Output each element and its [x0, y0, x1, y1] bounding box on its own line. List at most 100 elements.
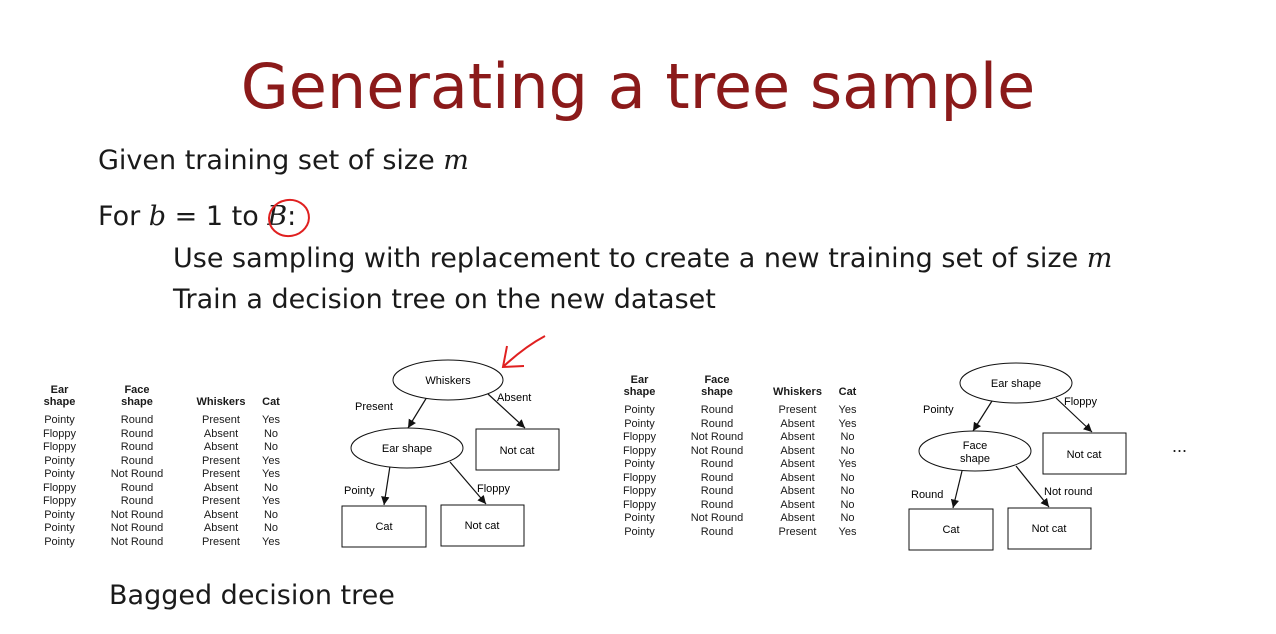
- tree1-root-node: [392, 359, 504, 401]
- tree2-notcat-leaf: [1007, 507, 1092, 550]
- tree2-edge-pointy: [972, 400, 993, 432]
- table1-cell: Pointy: [44, 454, 75, 467]
- table2-cell: Round: [700, 417, 734, 430]
- table2-cell: Absent: [780, 417, 815, 430]
- table1-cell: Absent: [203, 481, 239, 494]
- tree1-present-label: Present: [355, 401, 393, 413]
- tree1-notcat-leaf-right-label: Not cat: [500, 445, 535, 457]
- table1-cell: Present: [202, 535, 240, 548]
- table1-cell: Absent: [203, 441, 239, 453]
- step1-line: Use sampling with replacement to create …: [173, 243, 1112, 274]
- tree-1: Whiskers Present Absent Ear shape Not ca…: [341, 359, 560, 548]
- table1-cell: Absent: [203, 522, 239, 534]
- table2-cell: Absent: [780, 431, 815, 443]
- table2-cell: Present: [778, 525, 817, 538]
- tree2-pointy-label: Pointy: [923, 404, 954, 416]
- table1-cell: Present: [202, 454, 240, 467]
- table2-cell: Not Round: [690, 431, 744, 443]
- tree1-ear-node: [350, 427, 464, 469]
- tree1-notcat-leaf-label: Not cat: [465, 520, 500, 532]
- table2-cell: Floppy: [622, 431, 657, 443]
- eq-one-to-text: = 1 to: [166, 201, 268, 232]
- table2-row: Floppy Not Round Absent No: [616, 431, 871, 445]
- table1-cell: Round: [120, 441, 154, 453]
- table2-cell: Not Round: [690, 444, 744, 457]
- table1-cell: Absent: [203, 427, 239, 440]
- tree2-edge-floppy: [1055, 397, 1093, 433]
- tree1-cat-leaf-label: Cat: [375, 521, 392, 533]
- slide-title: Generating a tree sample: [240, 50, 1036, 123]
- table1-row: Floppy Round Absent No: [36, 441, 291, 455]
- var-m-step1: m: [1086, 243, 1113, 274]
- tree2-notcat-leaf-right-label: Not cat: [1067, 449, 1102, 461]
- given-text: Given training set of size: [98, 145, 444, 176]
- table2-cell: Absent: [780, 498, 815, 511]
- table2-cell: No: [840, 444, 855, 457]
- table2-cell: Yes: [838, 404, 857, 416]
- table1-cell: Pointy: [44, 508, 75, 521]
- table2-cell: Floppy: [622, 471, 657, 484]
- table1-cell: Round: [120, 481, 154, 494]
- for-line: For b = 1 to B:: [98, 201, 296, 232]
- table2-cell: No: [840, 485, 855, 497]
- table1-cell: Yes: [262, 468, 280, 480]
- table1-cell: No: [263, 441, 279, 453]
- table1-header-cell: Whiskers: [196, 396, 246, 408]
- table2-cell: Yes: [838, 458, 857, 470]
- table1-cell: Not Round: [110, 508, 164, 521]
- step1-text: Use sampling with replacement to create …: [173, 243, 1087, 274]
- table2-header-cell: Cat: [838, 386, 857, 398]
- table2-cell: Round: [700, 498, 734, 511]
- table1-cell: Not Round: [110, 535, 164, 548]
- table2-cell: Round: [700, 525, 734, 538]
- table1-cell: Yes: [262, 454, 280, 467]
- table1-cell: No: [263, 427, 279, 440]
- table2-cell: Pointy: [624, 512, 655, 524]
- tree1-pointy-label: Pointy: [344, 485, 375, 497]
- tree1-edge-present: [407, 396, 428, 429]
- tree1-absent-label: Absent: [497, 392, 531, 404]
- table1-cell: Not Round: [110, 468, 164, 480]
- table1-cell: Round: [120, 427, 154, 440]
- more-ellipsis: ...: [1172, 436, 1188, 456]
- table1-cell: Floppy: [42, 441, 77, 453]
- table2-cell: Absent: [780, 471, 815, 484]
- table1-cell: Pointy: [44, 535, 75, 548]
- table1-cell: Yes: [262, 414, 280, 426]
- table2-cell: Absent: [780, 458, 815, 470]
- table2-header-cell: Whiskers: [773, 386, 822, 398]
- for-text: For: [98, 201, 149, 232]
- tree1-cat-leaf: [341, 505, 427, 548]
- table1-cell: Floppy: [42, 495, 77, 507]
- tree2-cat-leaf: [908, 508, 994, 551]
- table2-cell: Absent: [780, 444, 815, 457]
- tree2-notcat-leaf-right: [1042, 432, 1127, 475]
- table2-cell: Pointy: [624, 417, 655, 430]
- tree2-face-label-1: Face: [963, 440, 987, 452]
- table1-cell: No: [263, 481, 279, 494]
- table2-cell: Round: [700, 471, 734, 484]
- table2-cell: No: [840, 431, 855, 443]
- table1-cell: Present: [202, 495, 240, 507]
- table1-cell: Round: [120, 454, 154, 467]
